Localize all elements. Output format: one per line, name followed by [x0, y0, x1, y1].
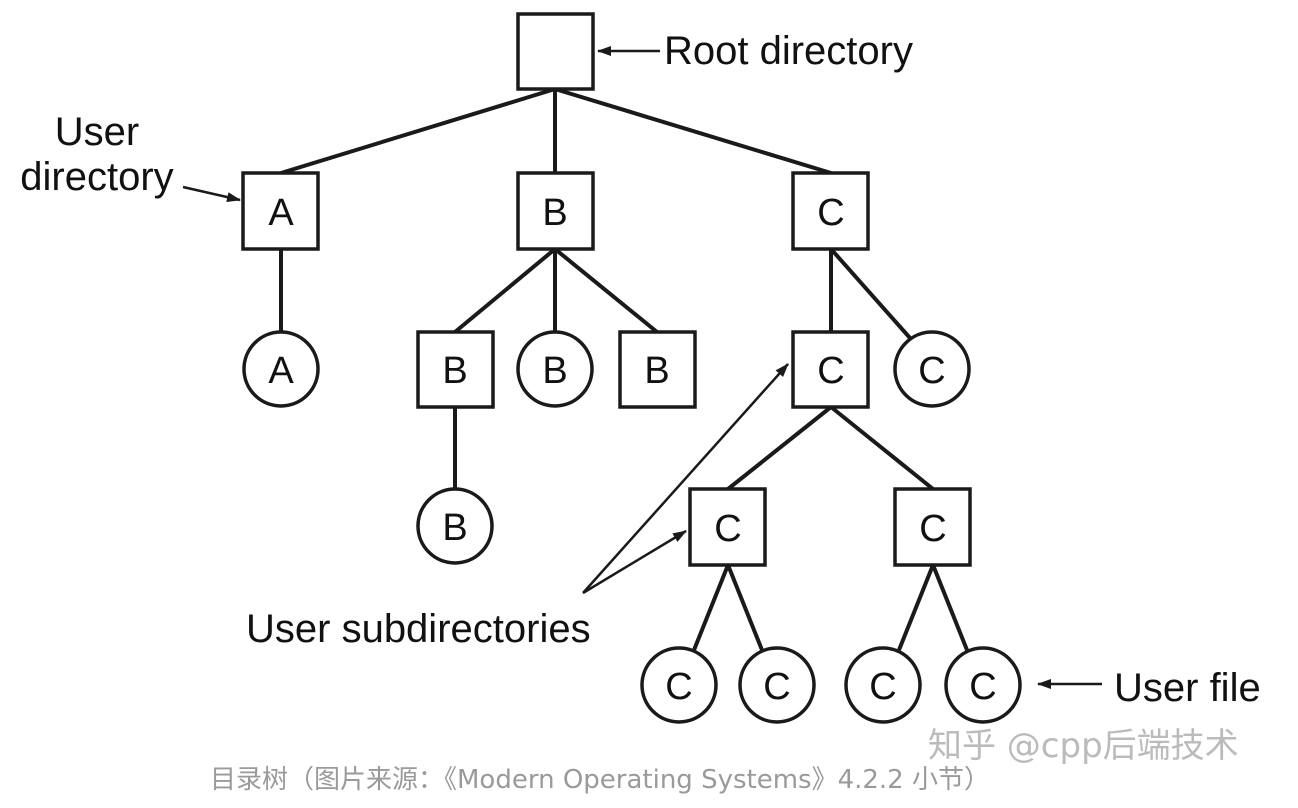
edge-root-c	[554, 87, 832, 175]
arrow-user-directory	[182, 185, 241, 202]
user-file-c-ll: C	[640, 646, 718, 724]
node-label: C	[918, 350, 945, 392]
node-label: B	[442, 507, 467, 549]
edge-cright-rl	[897, 564, 935, 651]
node-label: B	[442, 350, 467, 392]
root-directory-label: Root directory	[664, 29, 913, 73]
edge-cleft-lr	[726, 564, 764, 651]
arrow-subdir-upper	[582, 363, 789, 594]
node-label: A	[268, 350, 294, 392]
user-file-c-lr: C	[738, 646, 816, 724]
user-file-label: User file	[1114, 666, 1261, 710]
user-file-b-nested: B	[416, 487, 494, 565]
annotation-arrows	[182, 46, 1102, 689]
root-directory-node	[516, 12, 595, 91]
watermark-text: 知乎 @cpp后端技术	[928, 726, 1239, 766]
node-label: C	[763, 666, 790, 708]
node-label: A	[268, 192, 294, 234]
node-label: B	[542, 350, 567, 392]
node-label: B	[542, 192, 567, 234]
node-label: B	[644, 350, 669, 392]
user-subdirectories-label: User subdirectories	[246, 607, 591, 651]
user-directory-b: B	[516, 171, 595, 251]
edge-csubdir-right	[829, 405, 935, 491]
user-directory-label-line1: User	[55, 110, 139, 154]
edge-cright-rr	[931, 564, 969, 651]
user-subdirectory-c: C	[791, 330, 870, 409]
node-label: C	[817, 192, 844, 234]
edge-csubdir-left	[726, 405, 833, 491]
node-label: C	[665, 666, 692, 708]
node-label: C	[919, 508, 946, 550]
user-subdirectory-b: B	[416, 330, 495, 409]
user-subdirectory-b-2: B	[618, 330, 697, 409]
user-subdirectory-c-left: C	[688, 487, 767, 567]
user-directory-c: C	[791, 171, 870, 251]
node-label: C	[869, 666, 896, 708]
user-directory-a: A	[241, 171, 320, 251]
node-label: C	[969, 666, 996, 708]
edge-root-a	[280, 87, 556, 175]
arrow-subdir-lower	[582, 529, 687, 595]
edge-b-bsubdir2	[553, 247, 659, 334]
user-file-b: B	[516, 330, 594, 408]
tree-edges	[279, 87, 969, 651]
edge-c-cfile1	[829, 247, 912, 340]
edge-b-bsubdir	[453, 247, 557, 334]
node-label: C	[714, 508, 741, 550]
user-file-a: A	[242, 330, 320, 408]
user-directory-label-line2: directory	[20, 155, 173, 199]
user-file-c-rl: C	[844, 646, 922, 724]
user-file-c-rr: C	[944, 646, 1022, 724]
figure-caption: 目录树（图片来源：《Modern Operating Systems》4.2.2…	[210, 765, 990, 795]
user-subdirectory-c-right: C	[893, 487, 972, 567]
edge-cleft-ll	[692, 564, 730, 651]
node-label: C	[817, 350, 844, 392]
user-file-c: C	[893, 330, 971, 408]
